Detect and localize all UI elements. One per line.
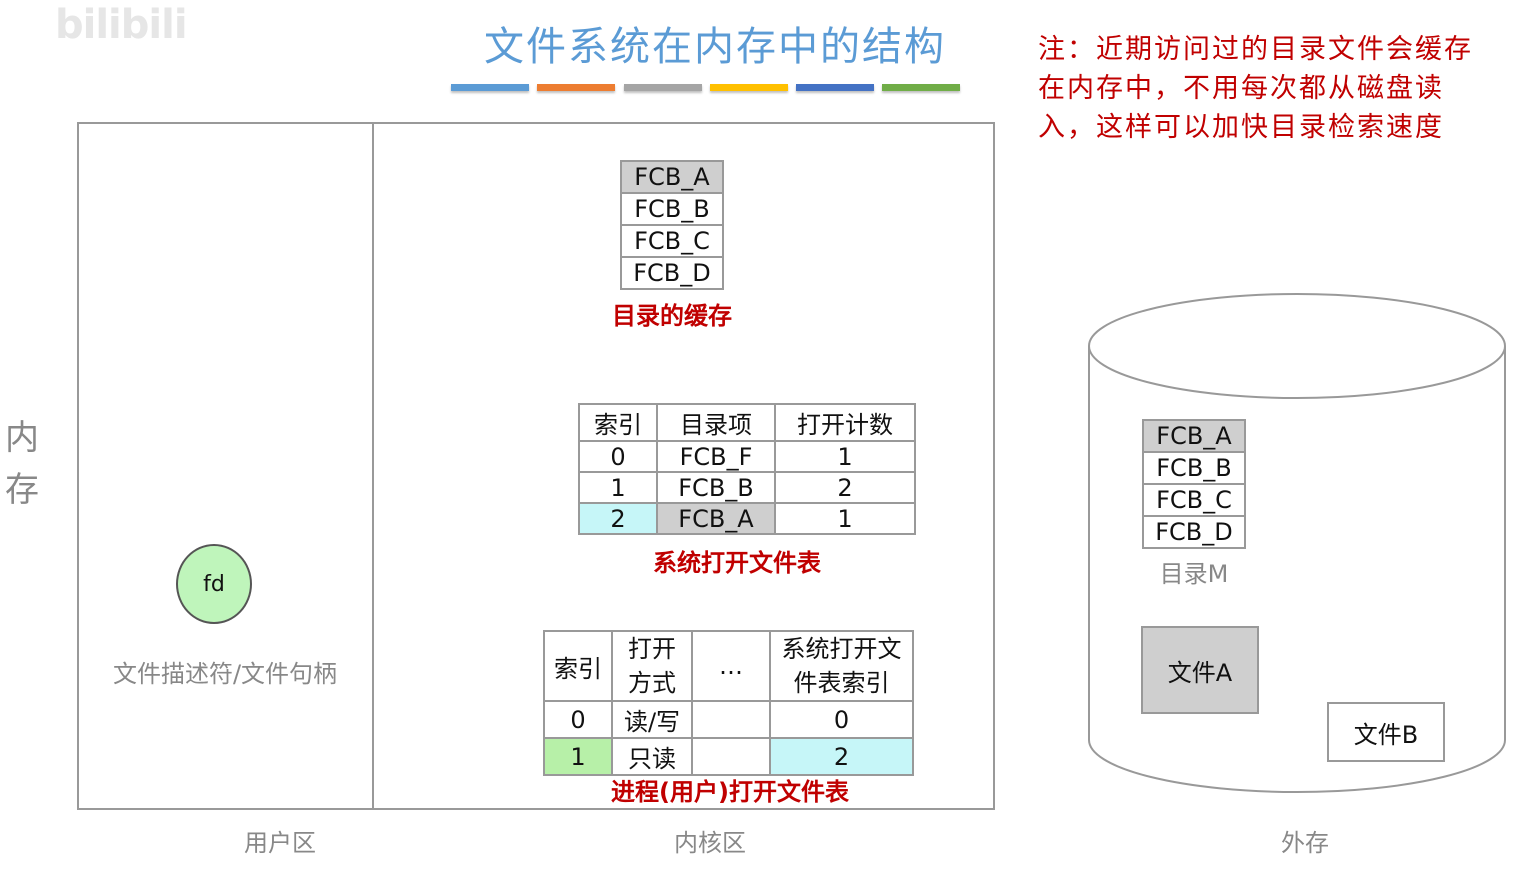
table-cell-highlight: FCB_A xyxy=(656,502,776,535)
color-bar-blue xyxy=(451,84,529,91)
disk-dir-item: FCB_B xyxy=(1142,451,1246,485)
table-cell xyxy=(691,700,771,739)
table-cell: FCB_F xyxy=(656,440,776,473)
color-bar-gray xyxy=(624,84,702,91)
dir-cache-item: FCB_D xyxy=(620,256,724,290)
table-header-cell: 系统打开文 件表索引 xyxy=(769,630,914,702)
table-header-cell: 索引 xyxy=(543,630,613,702)
dir-cache-item: FCB_A xyxy=(620,160,724,194)
header-line: 件表索引 xyxy=(793,669,890,697)
table-cell: 1 xyxy=(578,471,658,504)
bilibili-watermark: bilibili xyxy=(55,2,188,48)
header-line: 系统打开文 xyxy=(781,635,902,663)
page-title: 文件系统在内存中的结构 xyxy=(484,24,946,70)
color-bar-darkblue xyxy=(796,84,874,91)
table-cell xyxy=(691,737,771,776)
region-divider xyxy=(372,122,374,810)
system-open-file-table: 索引 目录项 打开计数 0 FCB_F 1 1 FCB_B 2 2 FCB_A … xyxy=(578,403,916,535)
table-cell: 读/写 xyxy=(611,700,693,739)
table-cell-highlight: 2 xyxy=(578,502,658,535)
table-cell: FCB_B xyxy=(656,471,776,504)
table-cell: 2 xyxy=(774,471,916,504)
process-open-table-caption: 进程(用户)打开文件表 xyxy=(611,778,849,806)
color-bar-green xyxy=(882,84,960,91)
directory-cache-caption: 目录的缓存 xyxy=(612,302,732,330)
table-cell: 1 xyxy=(774,440,916,473)
header-line: 方式 xyxy=(628,669,676,697)
external-storage-label: 外存 xyxy=(1281,829,1329,857)
disk-dir-item: FCB_C xyxy=(1142,483,1246,517)
table-cell-highlight: 2 xyxy=(769,737,914,776)
table-cell-highlight: 1 xyxy=(543,737,613,776)
color-bar-orange xyxy=(537,84,615,91)
disk-directory-table: FCB_A FCB_B FCB_C FCB_D xyxy=(1142,419,1246,549)
table-header-cell: 打开 方式 xyxy=(611,630,693,702)
color-bar-yellow xyxy=(710,84,788,91)
dir-cache-item: FCB_B xyxy=(620,192,724,226)
dir-cache-item: FCB_C xyxy=(620,224,724,258)
header-line: 打开 xyxy=(628,635,676,663)
process-open-file-table: 索引 打开 方式 … 系统打开文 件表索引 0 读/写 0 1 只读 2 xyxy=(543,630,914,776)
table-cell: 1 xyxy=(774,502,916,535)
user-region-label: 用户区 xyxy=(244,829,316,857)
table-cell: 0 xyxy=(543,700,613,739)
table-cell: 0 xyxy=(769,700,914,739)
disk-dir-item: FCB_A xyxy=(1142,419,1246,453)
disk-dir-item: FCB_D xyxy=(1142,515,1246,549)
file-a-box: 文件A xyxy=(1141,626,1259,714)
table-cell: 只读 xyxy=(611,737,693,776)
system-open-table-caption: 系统打开文件表 xyxy=(653,549,821,577)
kernel-region-label: 内核区 xyxy=(674,829,746,857)
note-text: 注：近期访问过的目录文件会缓存在内存中，不用每次都从磁盘读入，这样可以加快目录检… xyxy=(1038,34,1473,143)
memory-frame xyxy=(77,122,995,810)
directory-cache-table: FCB_A FCB_B FCB_C FCB_D xyxy=(620,160,724,290)
table-header-cell: … xyxy=(691,630,771,702)
table-header-cell: 目录项 xyxy=(656,403,776,442)
table-header-cell: 索引 xyxy=(578,403,658,442)
table-header-cell: 打开计数 xyxy=(774,403,916,442)
file-descriptor-caption: 文件描述符/文件句柄 xyxy=(112,660,338,688)
table-cell: 0 xyxy=(578,440,658,473)
disk-directory-caption: 目录M xyxy=(1159,560,1229,588)
memory-label: 内存 xyxy=(5,418,39,510)
file-descriptor-node: fd xyxy=(176,544,252,624)
file-b-box: 文件B xyxy=(1327,702,1445,762)
